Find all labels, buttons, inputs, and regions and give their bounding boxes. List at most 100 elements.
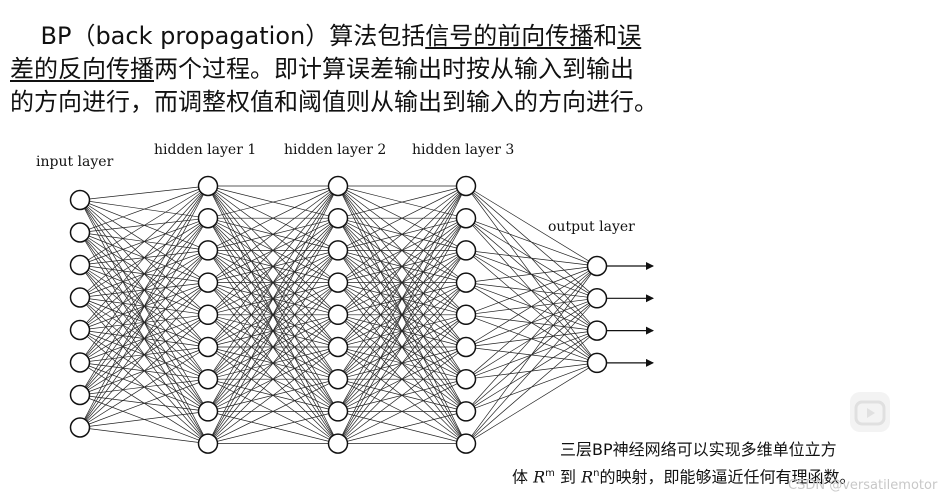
neuron-node bbox=[327, 401, 349, 422]
caption-text: 的映射，即能够逼近任何有理函数。 bbox=[599, 467, 856, 487]
connection-edge bbox=[207, 346, 339, 444]
neuron-node bbox=[69, 287, 91, 308]
connection-edge bbox=[207, 185, 339, 283]
neuron-node bbox=[455, 433, 477, 454]
neuron-node bbox=[455, 336, 477, 358]
neuron-node bbox=[197, 207, 219, 229]
connection-edge bbox=[337, 185, 467, 348]
connection-edge bbox=[207, 185, 339, 219]
connection-edge bbox=[465, 265, 598, 348]
connection-edge bbox=[207, 314, 339, 444]
connection-edge bbox=[337, 185, 467, 283]
neuron-node bbox=[455, 304, 477, 326]
neuron-node bbox=[455, 272, 477, 293]
neuron-node bbox=[327, 272, 349, 293]
connection-edge bbox=[79, 185, 209, 428]
neuron-node bbox=[327, 207, 349, 229]
connection-edge bbox=[79, 427, 209, 444]
paragraph-text: 两个过程。即计算误差输出时按从输入到输出 bbox=[154, 55, 634, 83]
connection-edge bbox=[465, 265, 598, 412]
layer-label: hidden layer 2 bbox=[284, 142, 386, 158]
neuron-node bbox=[69, 189, 91, 211]
connection-edge bbox=[79, 185, 209, 233]
connection-edge bbox=[79, 250, 209, 428]
neuron-node bbox=[69, 352, 91, 373]
connection-edge bbox=[207, 185, 339, 412]
neuron-node bbox=[327, 175, 349, 197]
neuron-node bbox=[197, 175, 219, 197]
connection-edge bbox=[337, 185, 467, 412]
connection-edge bbox=[337, 185, 467, 444]
connection-edge bbox=[337, 185, 467, 219]
connection-edge bbox=[79, 346, 209, 428]
connection-edge bbox=[337, 314, 467, 444]
layer-label: hidden layer 1 bbox=[154, 142, 256, 158]
connection-edge bbox=[207, 185, 339, 444]
neuron-node bbox=[586, 352, 608, 374]
connection-edge bbox=[337, 378, 467, 444]
caption-line-2: 体 Rm 到 Rn的映射，即能够逼近任何有理函数。 bbox=[512, 462, 856, 489]
connection-edge bbox=[79, 185, 209, 201]
connection-edge bbox=[79, 185, 209, 363]
connection-edges bbox=[79, 185, 598, 444]
neuron-node bbox=[69, 384, 91, 406]
neuron-node bbox=[197, 272, 219, 293]
paragraph-line-2: 差的反向传播两个过程。即计算误差输出时按从输入到输出 bbox=[10, 53, 735, 86]
connection-edge bbox=[465, 265, 598, 316]
layer-label: input layer bbox=[36, 154, 114, 170]
neuron-node bbox=[586, 288, 608, 309]
neuron-node bbox=[455, 207, 477, 229]
neuron-node bbox=[69, 319, 91, 341]
neuron-node bbox=[197, 401, 219, 422]
neuron-node bbox=[197, 304, 219, 326]
neuron-node bbox=[197, 240, 219, 261]
math-m: m bbox=[545, 468, 555, 479]
description-paragraph: BP（back propagation）算法包括信号的前向传播和误 差的反向传播… bbox=[10, 20, 735, 119]
paragraph-line-3: 的方向进行，而调整权值和阈值则从输出到输入的方向进行。 bbox=[10, 88, 658, 116]
connection-edge bbox=[465, 265, 598, 444]
paragraph-text: 和 bbox=[593, 22, 618, 50]
connection-edge bbox=[79, 185, 209, 266]
connection-edge bbox=[465, 265, 598, 283]
connection-edge bbox=[465, 298, 598, 444]
connection-edge bbox=[79, 185, 209, 298]
output-arrows bbox=[606, 262, 654, 367]
connection-edge bbox=[465, 217, 598, 267]
connection-edge bbox=[337, 411, 467, 444]
connection-edge bbox=[337, 250, 467, 444]
neuron-node bbox=[455, 401, 477, 422]
caption-text: 到 bbox=[560, 467, 577, 487]
neuron-node bbox=[197, 336, 219, 358]
connection-edge bbox=[79, 378, 209, 428]
neuron-node bbox=[455, 368, 477, 390]
figure-caption: 三层BP神经网络可以实现多维单位立方 体 Rm 到 Rn的映射，即能够逼近任何有… bbox=[512, 438, 856, 489]
neuron-node bbox=[69, 417, 91, 438]
neuron-node bbox=[327, 368, 349, 390]
layer-label: hidden layer 3 bbox=[412, 142, 514, 158]
underlined-text: 误 bbox=[617, 22, 642, 50]
layer-label: output layer bbox=[548, 219, 635, 235]
neuron-node bbox=[197, 368, 219, 390]
neuron-node bbox=[586, 255, 608, 277]
math-n: n bbox=[593, 468, 600, 479]
underlined-text: 差的反向传播 bbox=[10, 55, 154, 83]
connection-edge bbox=[79, 218, 209, 428]
neuron-node bbox=[455, 175, 477, 197]
connection-edge bbox=[465, 330, 598, 444]
connection-edge bbox=[337, 346, 467, 444]
connection-edge bbox=[337, 282, 467, 444]
paragraph-text: BP（back propagation）算法包括 bbox=[10, 22, 426, 50]
connection-edge bbox=[207, 185, 339, 348]
connection-edge bbox=[337, 185, 467, 316]
connection-edge bbox=[207, 185, 339, 251]
connection-edge bbox=[79, 411, 209, 428]
connection-edge bbox=[79, 185, 209, 396]
neuron-node bbox=[327, 433, 349, 454]
connection-edge bbox=[465, 250, 598, 267]
watermark-text: CSDN @versatilemotor bbox=[788, 478, 938, 493]
paragraph-line-1: BP（back propagation）算法包括信号的前向传播和误 bbox=[10, 20, 735, 53]
connection-edge bbox=[79, 185, 209, 331]
math-R: R bbox=[533, 467, 546, 487]
neuron-node bbox=[197, 433, 219, 454]
